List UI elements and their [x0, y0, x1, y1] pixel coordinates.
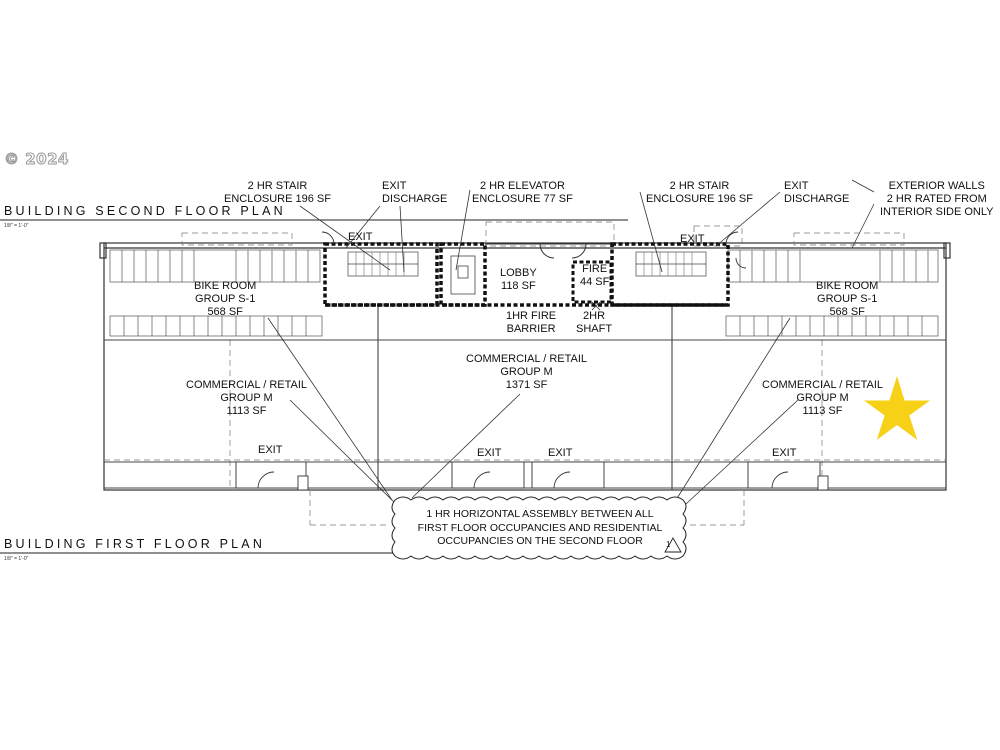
- lobby-area: [485, 243, 613, 311]
- upper-exit-doors: [321, 231, 747, 269]
- stair-enclosure-left: [323, 242, 439, 307]
- building-outline: [99, 242, 951, 491]
- stair-enclosure-right: [610, 242, 730, 307]
- exit-upper-left-label: EXIT: [348, 231, 373, 243]
- revision-triangle-icon: [664, 537, 682, 553]
- exit-bottom-label-1: EXIT: [258, 444, 283, 456]
- star-icon: [864, 376, 930, 440]
- first-floor-plan-title: BUILDING FIRST FLOOR PLAN: [4, 537, 266, 551]
- exit-bottom-label-3: EXIT: [548, 447, 573, 459]
- copyright-watermark: © 2024: [4, 150, 69, 169]
- exit-bottom-label-4: EXIT: [772, 447, 797, 459]
- second-floor-plan-title: BUILDING SECOND FLOOR PLAN: [4, 204, 286, 218]
- exit-upper-right-label: EXIT: [680, 233, 705, 245]
- first-floor-scale: 1/8" = 1'-0": [4, 556, 29, 562]
- bike-rack-left: [109, 249, 323, 337]
- elevator-enclosure: [439, 242, 487, 307]
- storefront-doors: [235, 461, 829, 491]
- exit-bottom-label-2: EXIT: [477, 447, 502, 459]
- revision-tag-number: 1: [666, 540, 671, 549]
- leader-lines: [267, 179, 875, 505]
- note-cloud: [391, 496, 687, 560]
- second-floor-scale: 1/8" = 1'-0": [4, 223, 29, 229]
